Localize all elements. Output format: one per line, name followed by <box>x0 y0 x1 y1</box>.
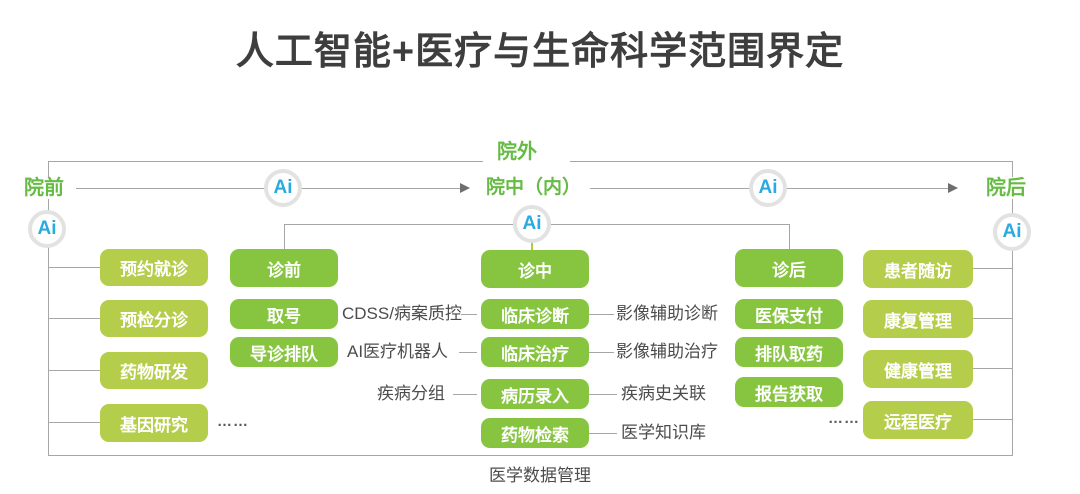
page-title: 人工智能+医疗与生命科学范围界定 <box>235 31 845 73</box>
stage-label-post-hospital: 院后 <box>983 177 1029 199</box>
ai-badge: Ai <box>993 213 1031 251</box>
note-imaging-diagnosis: 影像辅助诊断 <box>616 304 718 323</box>
connector-line <box>1012 161 1013 455</box>
in-clinic-header-box: 诊中 <box>481 250 589 288</box>
appointment-registration-box: 预约就诊 <box>100 249 208 286</box>
connector-line <box>48 161 49 455</box>
note-cdss: CDSS/病案质控 <box>342 304 462 323</box>
connector-line <box>48 422 100 423</box>
connector-line <box>973 368 1012 369</box>
connector-line <box>531 241 533 252</box>
connector-line <box>48 370 100 371</box>
connector-line <box>459 352 477 353</box>
medical-record-entry-box: 病历录入 <box>481 379 589 409</box>
footer-label: 医学数据管理 <box>489 466 591 485</box>
drug-research-box: 药物研发 <box>100 352 208 389</box>
drug-search-box: 药物检索 <box>481 418 589 448</box>
ellipsis-right: …… <box>828 410 860 427</box>
connector-line <box>570 161 1012 162</box>
connector-line <box>461 314 477 315</box>
queue-for-medicine-box: 排队取药 <box>735 337 843 367</box>
note-medical-knowledge-base: 医学知识库 <box>621 423 706 442</box>
connector-line <box>589 314 614 315</box>
patient-follow-up-box: 患者随访 <box>863 250 973 288</box>
connector-line <box>48 455 1013 456</box>
ticket-number-box: 取号 <box>230 299 338 329</box>
connector-line <box>48 267 100 268</box>
report-retrieval-box: 报告获取 <box>735 377 843 407</box>
ai-badge: Ai <box>28 210 66 248</box>
ellipsis-left: …… <box>217 413 249 430</box>
connector-line <box>789 224 790 249</box>
connector-line <box>973 419 1012 420</box>
connector-line <box>973 318 1012 319</box>
arrowhead-icon <box>460 183 470 193</box>
note-disease-grouping: 疾病分组 <box>377 384 445 403</box>
stage-label-pre-hospital: 院前 <box>21 177 67 199</box>
rehab-management-box: 康复管理 <box>863 300 973 338</box>
connector-line <box>589 394 617 395</box>
connector-line <box>48 318 100 319</box>
post-clinic-header-box: 诊后 <box>735 249 843 287</box>
ai-badge: Ai <box>513 205 551 243</box>
connector-line <box>48 161 483 162</box>
clinical-diagnosis-box: 临床诊断 <box>481 299 589 329</box>
stage-label-outside: 院外 <box>494 141 540 163</box>
note-imaging-treatment: 影像辅助治疗 <box>616 342 718 361</box>
connector-line <box>589 433 617 434</box>
connector-line <box>284 224 285 249</box>
connector-line <box>453 394 477 395</box>
ai-badge: Ai <box>264 169 302 207</box>
insurance-payment-box: 医保支付 <box>735 299 843 329</box>
pre-check-triage-box: 预检分诊 <box>100 300 208 337</box>
ai-badge: Ai <box>749 169 787 207</box>
guidance-queue-box: 导诊排队 <box>230 337 338 367</box>
telemedicine-box: 远程医疗 <box>863 401 973 439</box>
note-ai-robot: AI医疗机器人 <box>347 342 449 361</box>
connector-line <box>589 352 614 353</box>
clinical-treatment-box: 临床治疗 <box>481 337 589 367</box>
gene-research-box: 基因研究 <box>100 404 208 442</box>
connector-line <box>973 268 1012 269</box>
pre-clinic-header-box: 诊前 <box>230 249 338 287</box>
health-management-box: 健康管理 <box>863 350 973 388</box>
note-disease-history: 疾病史关联 <box>621 384 706 403</box>
stage-label-in-hospital: 院中（内） <box>483 177 585 199</box>
arrowhead-icon <box>948 183 958 193</box>
